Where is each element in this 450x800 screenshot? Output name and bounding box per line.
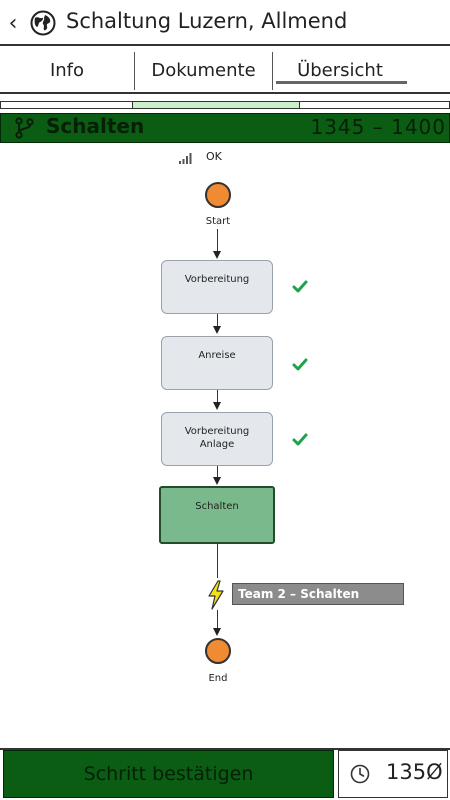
active-tab-indicator: [276, 81, 407, 84]
tab-uebersicht[interactable]: Übersicht: [273, 48, 407, 92]
connector-arrow: [213, 326, 221, 334]
connector-arrow: [213, 251, 221, 259]
checkmark-icon: [292, 433, 308, 446]
connector-line: [217, 466, 218, 477]
connector-line: [217, 610, 218, 628]
start-node: [205, 182, 231, 208]
flow-step-vorbereitung-anlage[interactable]: Vorbereitung Anlage: [161, 412, 273, 466]
current-time: 135Ø: [386, 760, 443, 784]
connector-line: [217, 390, 218, 402]
globe-icon: [30, 10, 56, 36]
tab-bar: [0, 48, 450, 94]
time-display: [338, 750, 448, 798]
progress-strip-active-segment: [132, 101, 300, 109]
tab-info-label: Info: [49, 59, 85, 81]
connector-arrow: [213, 477, 221, 485]
start-label: Start: [205, 216, 231, 227]
end-label: End: [208, 673, 228, 684]
branch-icon: [15, 117, 34, 139]
connector-arrow: [213, 628, 221, 636]
tab-divider: [272, 52, 273, 90]
tab-dokumente[interactable]: Dokumente: [135, 48, 272, 92]
connector-arrow: [213, 402, 221, 410]
tab-dokumente-label: Dokumente: [151, 59, 256, 81]
tab-divider: [134, 52, 135, 90]
chevron-left-icon[interactable]: ‹: [8, 10, 18, 36]
confirm-step-button[interactable]: Schritt bestätigen: [3, 750, 334, 798]
end-node: [205, 638, 231, 664]
connector-line: [217, 544, 218, 578]
signal-bars-icon: [179, 153, 192, 164]
checkmark-icon: [292, 358, 308, 371]
flow-step-vorbereitung[interactable]: Vorbereitung: [161, 260, 273, 314]
clock-icon: [350, 764, 370, 784]
current-step-time-range: 1345 – 1400: [310, 115, 446, 139]
checkmark-icon: [292, 280, 308, 293]
tab-uebersicht-label: Übersicht: [297, 59, 383, 81]
flow-step-schalten-active[interactable]: Schalten: [159, 486, 275, 544]
connector-line: [217, 229, 218, 251]
event-label: Team 2 – Schalten: [232, 583, 404, 605]
connection-status: OK: [206, 150, 222, 163]
flow-step-anreise[interactable]: Anreise: [161, 336, 273, 390]
tab-info[interactable]: Info: [0, 48, 134, 92]
header-bar: [0, 0, 450, 46]
lightning-icon: [208, 580, 224, 610]
page-title: Schaltung Luzern, Allmend: [66, 9, 348, 33]
connector-line: [217, 314, 218, 326]
current-step-title: Schalten: [46, 114, 145, 138]
